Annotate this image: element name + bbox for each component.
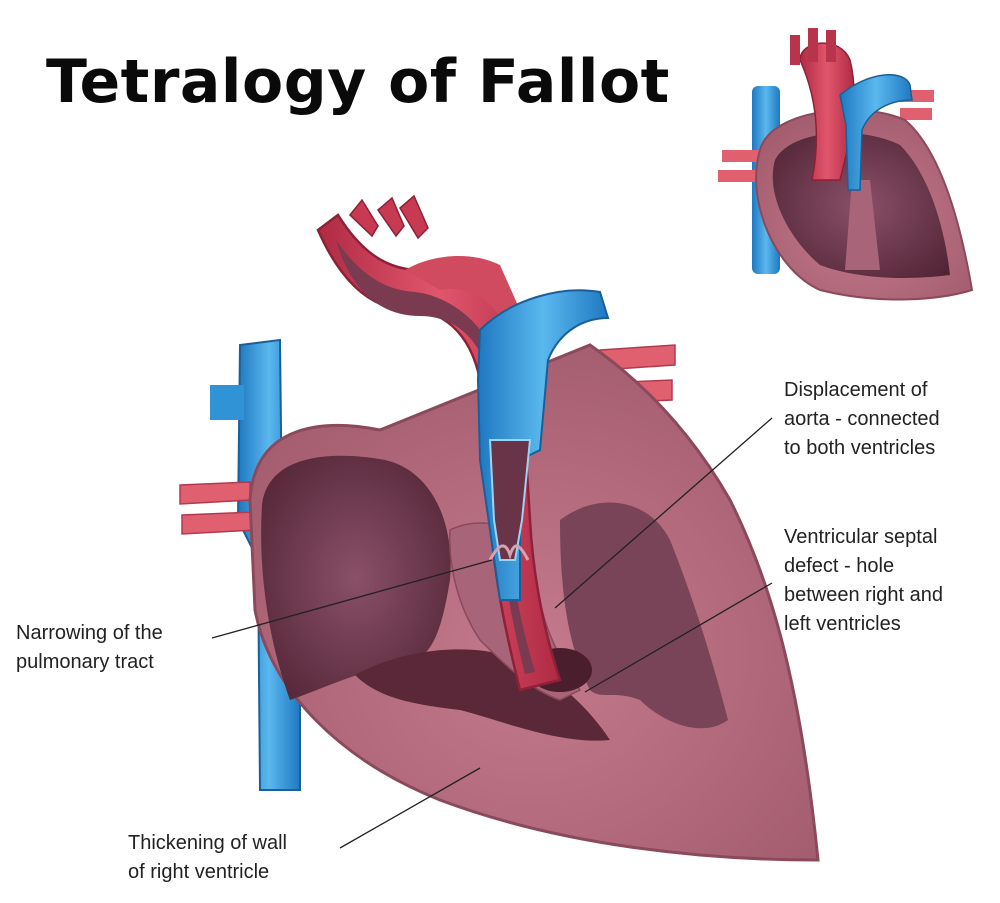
normal-heart-thumbnail <box>718 28 974 301</box>
left-ventricle-cavity <box>560 502 728 729</box>
label-aorta-displacement: Displacement of aorta - connected to bot… <box>784 376 940 463</box>
label-line: Ventricular septal <box>784 526 938 548</box>
label-pulmonary-narrowing: Narrowing of the pulmonary tract <box>16 619 163 677</box>
pulmonary-tract-narrowing <box>488 439 532 561</box>
leader-line-aorta <box>554 417 773 609</box>
label-line: Thickening of wall <box>128 832 287 854</box>
diagram-title: Tetralogy of Fallot <box>46 47 670 117</box>
label-line: of right ventricle <box>128 861 270 883</box>
small-pulmonary-artery <box>839 74 913 191</box>
leader-line-pulmonary <box>211 559 493 639</box>
leader-line-septal <box>584 582 773 693</box>
label-wall-thickening: Thickening of wall of right ventricle <box>128 829 287 887</box>
right-ventricle-cavity <box>355 649 610 741</box>
label-line: to both ventricles <box>784 437 936 459</box>
aortic-arch-branches <box>348 194 429 240</box>
right-heart-chamber <box>261 455 451 700</box>
label-line: left ventricles <box>784 613 901 635</box>
leader-lines <box>211 417 773 849</box>
label-line: Narrowing of the <box>16 622 163 644</box>
label-line: defect - hole <box>784 555 895 577</box>
label-line: between right and <box>784 584 944 606</box>
label-line: Displacement of <box>784 379 928 401</box>
label-line: pulmonary tract <box>16 651 154 673</box>
pulmonary-valve <box>488 544 530 561</box>
label-line: aorta - connected <box>784 408 940 430</box>
aortic-arch-top <box>405 255 520 330</box>
small-pulmonary-veins-left <box>718 150 762 182</box>
vena-cava-side <box>210 385 244 420</box>
small-septum <box>845 180 880 270</box>
fallot-heart <box>179 194 820 862</box>
label-ventricular-septal-defect: Ventricular septal defect - hole between… <box>784 523 943 639</box>
leader-line-wall <box>339 767 481 849</box>
small-aortic-arch-branches <box>790 28 836 65</box>
